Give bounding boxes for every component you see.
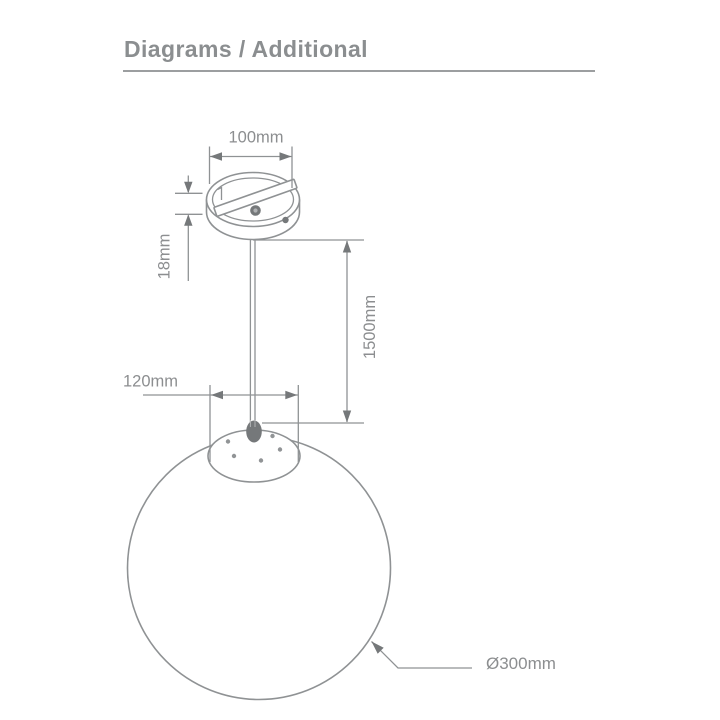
dimension-canopy-width: 100mm [208, 129, 293, 188]
canopy-rim-inner [211, 177, 295, 222]
dimension-canopy-height: 18mm [156, 175, 203, 281]
canopy-small-screw [282, 216, 289, 224]
canopy-screw-center [253, 208, 258, 213]
ceiling-canopy [205, 171, 301, 241]
canopy-bracket-tab [217, 186, 223, 200]
suspension-cable [249, 239, 256, 424]
label-cap-width: 120mm [123, 373, 178, 391]
sphere-cap-vent-holes [225, 433, 283, 463]
label-canopy-width: 100mm [228, 129, 283, 147]
page-title: Diagrams / Additional [124, 36, 368, 62]
label-canopy-height: 18mm [156, 234, 174, 280]
label-sphere-diameter: Ø300mm [486, 654, 556, 673]
dimension-cap-width: 120mm [123, 373, 299, 462]
dimension-sphere-diameter: Ø300mm [371, 641, 556, 673]
canopy-mounting-bar [213, 178, 298, 217]
label-drop-length: 1500mm [361, 295, 379, 359]
dimension-drop-length: 1500mm [253, 239, 379, 424]
title-underline [123, 70, 595, 72]
cable-grip-highlight [249, 420, 256, 427]
cable-grip [246, 420, 262, 443]
